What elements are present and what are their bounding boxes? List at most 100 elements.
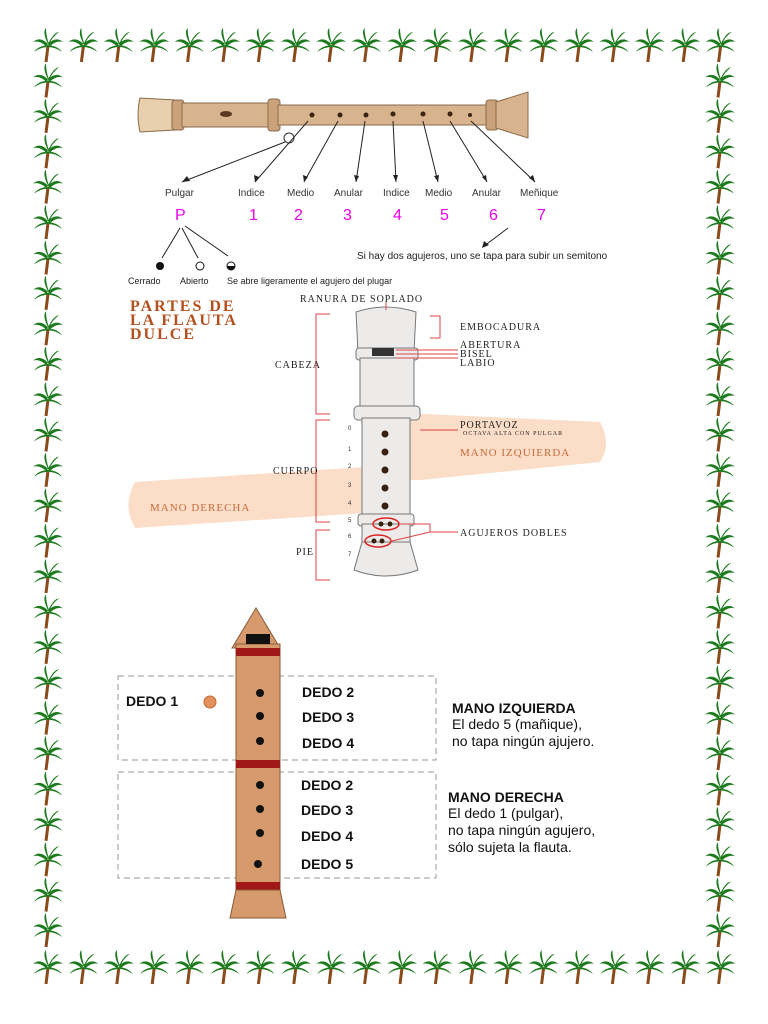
right-hand-text-2: no tapa ningún agujero, <box>448 822 596 838</box>
palm-tree-icon <box>491 948 525 986</box>
finger-number: 5 <box>440 207 449 224</box>
finger-label: Medio <box>425 188 453 199</box>
closed-hole-symbol <box>156 262 164 270</box>
finger-number: 6 <box>489 207 498 224</box>
palm-tree-icon <box>66 948 100 986</box>
right-dedo-label: DEDO 4 <box>301 828 354 844</box>
finger-arrows <box>181 120 536 183</box>
hole-number-label: 1 <box>348 447 352 453</box>
right-hand-title: MANO DERECHA <box>448 789 564 805</box>
partes-title-line-2: LA FLAUTA <box>130 312 238 329</box>
double-hole-ring-6 <box>372 517 400 531</box>
palm-tree-icon <box>420 948 454 986</box>
part-brackets <box>315 302 458 581</box>
label-embocadura: EMBOCADURA <box>460 322 542 333</box>
hole-number-label: 0 <box>348 426 352 432</box>
palm-tree-icon <box>208 948 242 986</box>
palm-tree-icon <box>597 948 631 986</box>
label-mano-izquierda-band: MANO IZQUIERDA <box>460 447 571 459</box>
label-ranura: RANURA DE SOPLADO <box>300 294 424 305</box>
finger-label: Anular <box>334 188 363 199</box>
palm-tree-icon <box>456 948 490 986</box>
label-labio: LABIO <box>460 358 496 369</box>
right-hand-band <box>128 466 380 528</box>
arrow-heads <box>182 175 535 182</box>
label-bisel: BISEL <box>460 349 493 360</box>
right-dedo-label: DEDO 5 <box>301 856 354 872</box>
fingering-diagram <box>117 607 437 919</box>
finger-number: 4 <box>393 207 402 224</box>
label-octava: OCTAVA ALTA CON PULGAR <box>463 431 564 437</box>
hole-number-label: 7 <box>348 552 352 558</box>
right-hand-text-3: sólo sujeta la flauta. <box>448 839 572 855</box>
finger-number: 7 <box>537 207 546 224</box>
partes-title-line-1: PARTES DE <box>130 298 236 315</box>
palm-tree-icon <box>243 948 277 986</box>
window-opening <box>372 348 394 356</box>
fingering-holes <box>254 689 264 868</box>
finger-label: Indice <box>383 188 410 199</box>
left-hand-text-1: El dedo 5 (mañique), <box>452 716 582 732</box>
label-agujeros-dobles: AGUJEROS DOBLES <box>460 528 568 539</box>
thumb-state-half: Se abre ligeramente el agujero del pluga… <box>227 276 393 286</box>
semitone-note: Si hay dos agujeros, uno se tapa para su… <box>357 251 608 262</box>
left-dedo-label: DEDO 2 <box>302 684 355 700</box>
front-holes <box>371 430 393 544</box>
palm-tree-icon <box>173 948 207 986</box>
finger-label: Medio <box>287 188 315 199</box>
palm-tree-icon <box>562 948 596 986</box>
thumb-hole-dot <box>203 695 217 709</box>
palm-tree-icon <box>704 948 738 986</box>
finger-number: P <box>175 207 186 224</box>
label-portavoz: PORTAVOZ <box>460 420 519 431</box>
finger-number: 3 <box>343 207 352 224</box>
vertical-recorder <box>353 306 421 577</box>
hole-number-label: 2 <box>348 464 352 470</box>
finger-number: 1 <box>249 207 258 224</box>
palm-tree-icon <box>102 948 136 986</box>
palm-tree-icon <box>633 948 667 986</box>
palm-tree-icon <box>279 948 313 986</box>
dedo-1-label: DEDO 1 <box>126 693 179 709</box>
left-hand-band <box>380 412 606 480</box>
right-hand-text-1: El dedo 1 (pulgar), <box>448 805 564 821</box>
thumb-state-open: Abierto <box>180 276 209 286</box>
open-hole-symbol <box>195 261 205 271</box>
left-hand-info: MANO IZQUIERDA El dedo 5 (mañique), no t… <box>452 700 594 750</box>
label-cabeza: CABEZA <box>275 360 321 371</box>
palm-tree-icon <box>385 948 419 986</box>
finger-label: Indice <box>238 188 265 199</box>
right-hand-info: MANO DERECHA El dedo 1 (pulgar), no tapa… <box>448 789 595 856</box>
left-hand-text-2: no tapa ningún ajujero. <box>452 733 595 749</box>
palm-tree-icon <box>314 948 348 986</box>
thumb-state-arrows <box>161 225 229 259</box>
left-hand-title: MANO IZQUIERDA <box>452 700 576 716</box>
hole-number-label: 6 <box>348 534 352 540</box>
label-abertura: ABERTURA <box>460 340 522 351</box>
left-dedo-label: DEDO 4 <box>302 735 355 751</box>
partes-title-line-3: DULCE <box>130 326 197 343</box>
hole-number-label: 3 <box>348 483 352 489</box>
label-mano-derecha-band: MANO DERECHA <box>150 502 251 514</box>
label-cuerpo: CUERPO <box>273 466 319 477</box>
finger-label: Anular <box>472 188 501 199</box>
thumb-hole-marker <box>283 132 295 144</box>
palm-tree-icon <box>527 948 561 986</box>
hole-number-label: 5 <box>348 518 352 524</box>
left-dedo-label: DEDO 3 <box>302 709 355 725</box>
horizontal-recorder <box>137 91 529 139</box>
right-dedo-label: DEDO 3 <box>301 802 354 818</box>
palm-tree-icon <box>137 948 171 986</box>
palm-tree-icon <box>668 948 702 986</box>
palm-tree-icon <box>350 948 384 986</box>
semitone-arrow <box>483 227 509 247</box>
label-pie: PIE <box>296 547 314 558</box>
partes-title: PARTES DE LA FLAUTA DULCE <box>130 298 238 343</box>
finger-label: Meñique <box>520 188 559 199</box>
fingering-recorder <box>229 607 287 919</box>
double-hole-ring-7 <box>364 534 392 548</box>
right-dedo-label: DEDO 2 <box>301 777 354 793</box>
finger-label: Pulgar <box>165 188 194 199</box>
thumb-state-closed: Cerrado <box>128 276 161 286</box>
